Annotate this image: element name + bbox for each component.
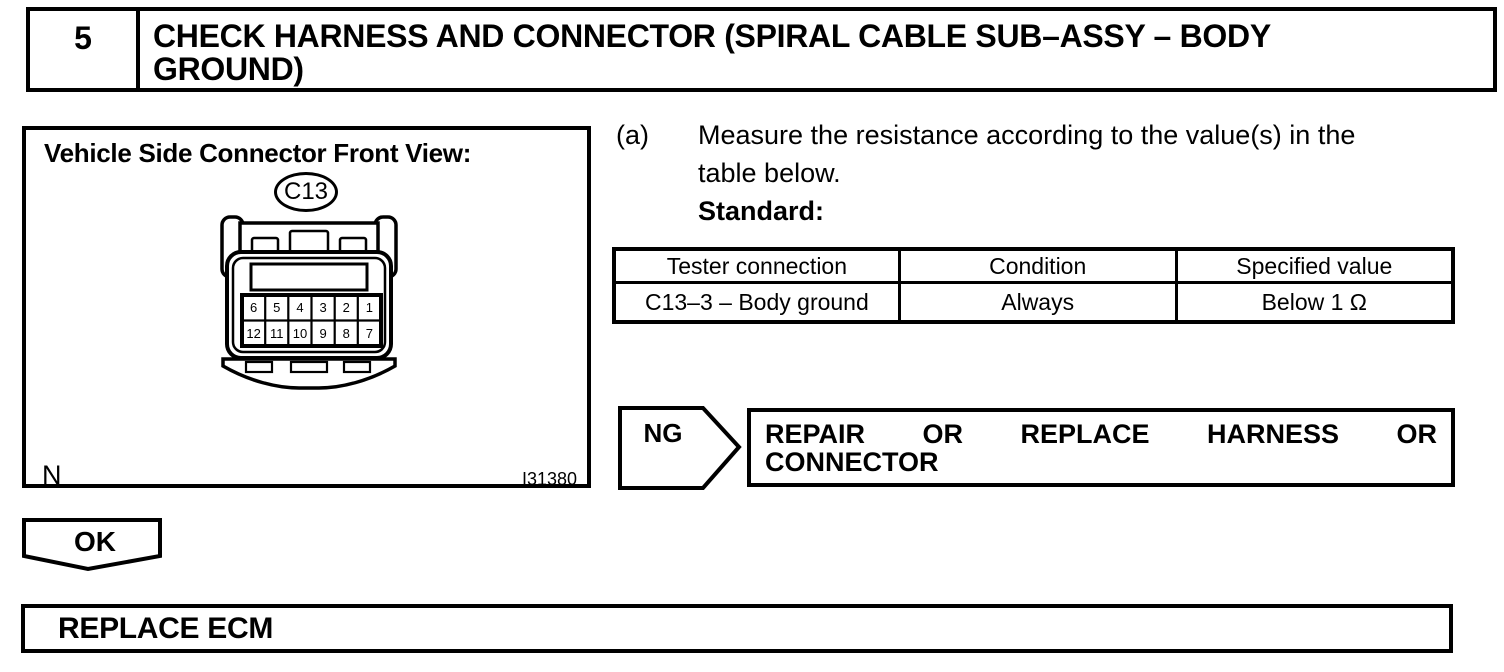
ng-action-word: OR bbox=[922, 419, 964, 449]
instruction-line2: table below. bbox=[698, 158, 841, 188]
ng-action-line1: REPAIR OR REPLACE HARNESS OR bbox=[765, 420, 1437, 448]
final-action-box: REPLACE ECM bbox=[21, 604, 1453, 653]
step-title-line1: CHECK HARNESS AND CONNECTOR (SPIRAL CABL… bbox=[153, 18, 1271, 54]
standard-label: Standard: bbox=[698, 196, 825, 226]
ng-action-line2: CONNECTOR bbox=[765, 447, 939, 477]
ng-action-word: HARNESS bbox=[1206, 419, 1340, 449]
final-action-label: REPLACE ECM bbox=[58, 612, 274, 645]
spec-table-header: Tester connection bbox=[612, 247, 901, 284]
specified-value: Below 1 Ω bbox=[1174, 281, 1455, 324]
pin-number: 12 bbox=[246, 326, 260, 341]
spec-table: Tester connection Condition Specified va… bbox=[612, 247, 1455, 324]
figure-code: I31380 bbox=[521, 469, 577, 489]
connector-tab-right bbox=[338, 236, 368, 254]
connector-base-notch bbox=[289, 360, 329, 374]
pin-number: 7 bbox=[366, 326, 373, 341]
connector-tab-left bbox=[250, 236, 280, 254]
tester-connection-value: C13–3 – Body ground bbox=[612, 281, 901, 324]
spec-table-row: C13–3 – Body ground Always Below 1 Ω bbox=[612, 281, 1455, 324]
ng-label: NG bbox=[644, 418, 683, 448]
step-title-line2: GROUND) bbox=[153, 51, 304, 87]
instruction-item-letter: (a) bbox=[616, 120, 649, 150]
figure-note-letter: N bbox=[42, 460, 62, 490]
pin-number: 6 bbox=[250, 300, 257, 315]
connector-base-notch bbox=[244, 360, 274, 374]
connector-base-notch bbox=[342, 360, 372, 374]
pin-number: 5 bbox=[273, 300, 280, 315]
ng-action-word: OR bbox=[1396, 419, 1438, 449]
connector-id-oval: C13 bbox=[274, 172, 338, 212]
condition-value: Always bbox=[897, 281, 1178, 324]
pin-number: 3 bbox=[319, 300, 326, 315]
pin-number: 8 bbox=[343, 326, 350, 341]
connector-figure-box: Vehicle Side Connector Front View: C13 6 bbox=[22, 126, 591, 490]
ng-action-box: REPAIR OR REPLACE HARNESS OR CONNECTOR bbox=[747, 408, 1455, 487]
pin-number: 4 bbox=[296, 300, 303, 315]
connector-diagram-icon: 6 5 4 3 2 1 12 11 10 9 8 7 bbox=[220, 215, 398, 390]
ok-label: OK bbox=[74, 526, 116, 557]
pin-number: 1 bbox=[366, 300, 373, 315]
instruction-text: Measure the resistance according to the … bbox=[698, 116, 1478, 230]
spec-table-header: Condition bbox=[897, 247, 1178, 284]
ng-action-word: REPAIR bbox=[765, 419, 866, 449]
connector-upper-slot bbox=[249, 262, 369, 292]
connector-body-inner-line bbox=[231, 256, 387, 354]
figure-caption: Vehicle Side Connector Front View: bbox=[44, 138, 472, 168]
spec-table-header-row: Tester connection Condition Specified va… bbox=[612, 247, 1455, 284]
step-title: CHECK HARNESS AND CONNECTOR (SPIRAL CABL… bbox=[140, 11, 1493, 88]
step-number: 5 bbox=[30, 11, 140, 88]
pin-number: 10 bbox=[293, 326, 307, 341]
step-header: 5 CHECK HARNESS AND CONNECTOR (SPIRAL CA… bbox=[26, 7, 1497, 92]
connector-tab-center bbox=[288, 229, 330, 254]
ok-arrow-icon: OK bbox=[22, 518, 162, 572]
pin-number: 11 bbox=[270, 326, 284, 341]
ng-action-word: REPLACE bbox=[1020, 419, 1150, 449]
ok-banner bbox=[22, 518, 162, 572]
pin-number: 2 bbox=[343, 300, 350, 315]
pin-number: 9 bbox=[319, 326, 326, 341]
instruction-line1: Measure the resistance according to the … bbox=[698, 120, 1356, 150]
ng-pentagon bbox=[618, 406, 742, 490]
spec-table-header: Specified value bbox=[1174, 247, 1455, 284]
ng-arrow-icon: NG bbox=[618, 406, 742, 490]
